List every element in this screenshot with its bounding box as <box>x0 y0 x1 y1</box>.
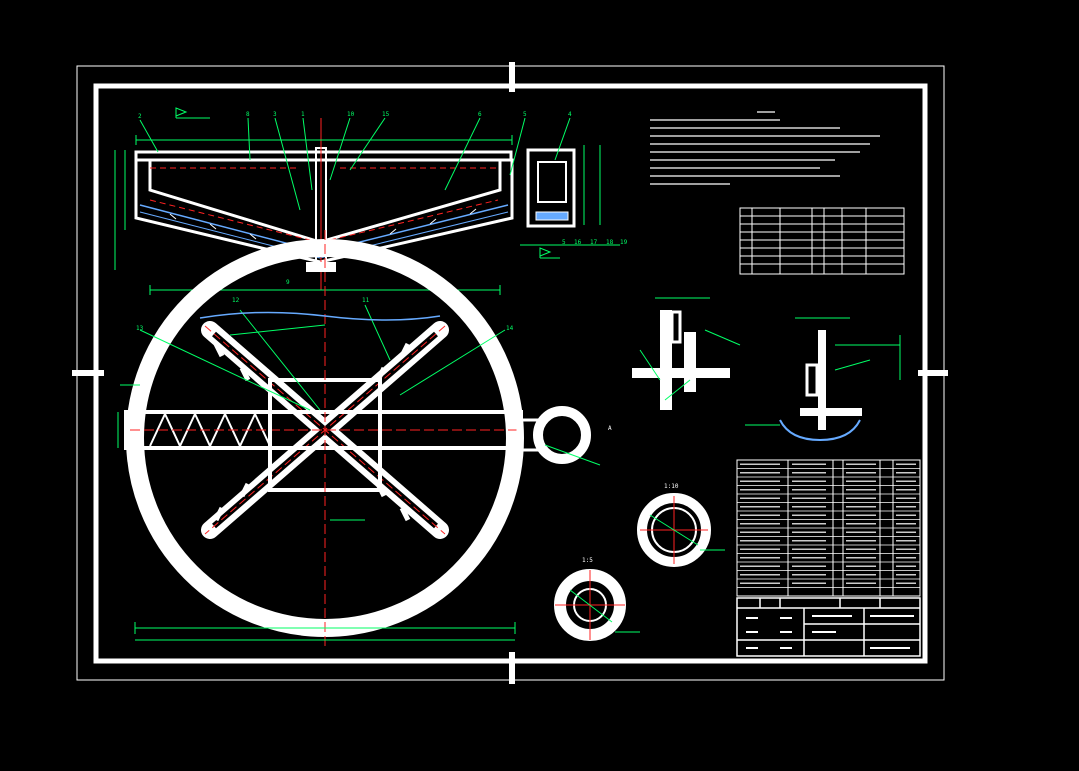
ring-detail-small-scale: 1:5 <box>582 557 593 564</box>
bottom-no-16: 16 <box>574 239 582 246</box>
technical-notes <box>650 111 880 185</box>
part-no-1: 1 <box>301 111 305 118</box>
elevation-view <box>114 107 620 295</box>
side-no-9: 9 <box>286 279 290 286</box>
part-no-2: 2 <box>138 113 142 120</box>
ring-detail-large: 1:10 <box>637 483 725 567</box>
part-no-15: 15 <box>382 111 390 118</box>
bottom-no-19: 19 <box>620 239 628 246</box>
title-block <box>736 597 921 657</box>
bottom-no-18: 18 <box>606 239 614 246</box>
part-no-4: 4 <box>568 111 572 118</box>
title-block-marks <box>746 615 914 649</box>
part-no-8: 8 <box>246 111 250 118</box>
ring-detail-large-scale: 1:10 <box>664 483 679 490</box>
part-no-14: 14 <box>506 325 514 332</box>
part-no-10: 10 <box>347 111 355 118</box>
part-no-12: 12 <box>232 297 240 304</box>
part-no-5: 5 <box>523 111 527 118</box>
plan-view <box>117 230 601 650</box>
bottom-no-5: 5 <box>562 239 566 246</box>
detail-view-2 <box>745 317 901 442</box>
plan-part-numbers: 12 11 13 14 A <box>136 297 612 432</box>
section-mark-a: A <box>608 425 612 432</box>
part-no-11: 11 <box>362 297 370 304</box>
detail-view-1 <box>632 297 741 410</box>
part-no-3: 3 <box>273 111 277 118</box>
elevation-part-numbers: 2 8 3 1 10 15 6 5 4 5 16 17 18 19 9 <box>138 111 628 286</box>
ring-detail-small: 1:5 <box>554 557 640 641</box>
spec-table <box>739 207 905 275</box>
part-no-6: 6 <box>478 111 482 118</box>
bottom-no-17: 17 <box>590 239 598 246</box>
part-no-13: 13 <box>136 325 144 332</box>
parts-list-rows <box>737 463 920 588</box>
